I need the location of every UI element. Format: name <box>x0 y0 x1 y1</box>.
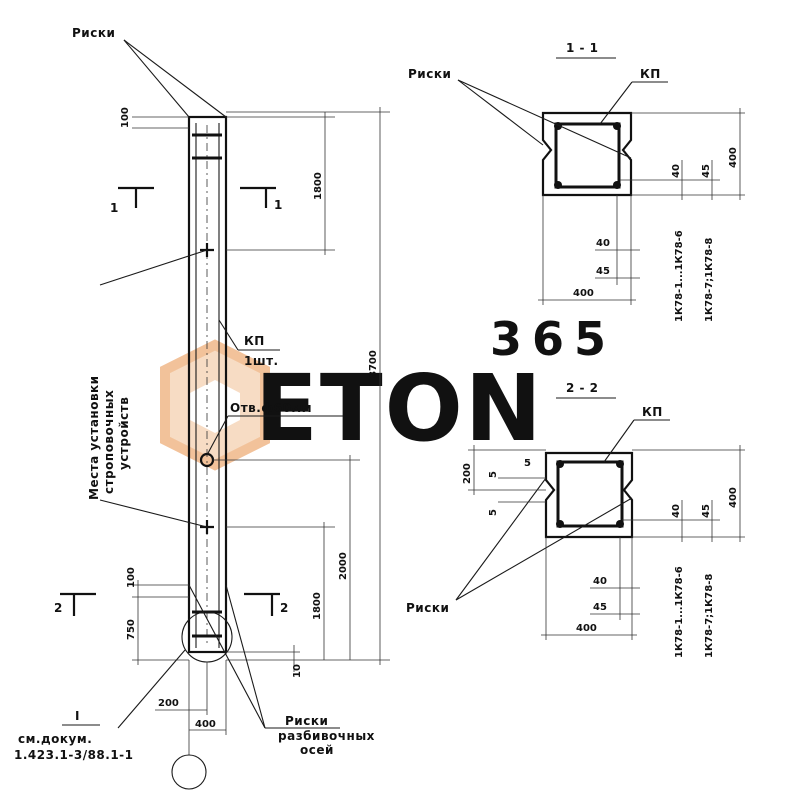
section-2-dim-5b: 5 <box>488 471 499 478</box>
leader-hole <box>206 415 229 456</box>
leader-kp <box>218 319 239 351</box>
section-2-dim-5a: 5 <box>524 458 531 469</box>
section-1-dim-400-w: 400 <box>573 288 594 299</box>
section-2-dim-45: 45 <box>701 504 712 518</box>
watermark-word: ETON <box>255 355 544 462</box>
section-2-dim-400-w: 400 <box>576 623 597 634</box>
section-cut-1-left-icon <box>118 186 154 208</box>
section-mark-2-left: 2 <box>54 601 63 615</box>
section-2-leader-kp <box>603 419 635 463</box>
section-2-leader-riski-1 <box>455 477 547 601</box>
section-1-mark-1: 1К78-1...1К78-6 <box>674 230 685 322</box>
section-1-leader-kp <box>599 81 633 125</box>
section-1-label-kp: КП <box>640 67 661 81</box>
section-mark-1-right: 1 <box>274 198 283 212</box>
detail-mark: I <box>75 709 80 723</box>
section-2-dim-40: 40 <box>671 504 682 518</box>
label-riski-bottom: Риски <box>285 714 328 728</box>
section-2-dim-40-b: 40 <box>593 576 607 587</box>
watermark-number: 365 <box>490 312 616 366</box>
leader-detail <box>117 649 186 729</box>
section-2-dim-5c: 5 <box>488 509 499 516</box>
leader-lifting-top <box>99 249 208 286</box>
section-1-mark-2: 1К78-7;1К78-8 <box>704 238 715 322</box>
see-doc-line2: 1.423.1-3/88.1-1 <box>14 748 134 762</box>
section-1-dim-40-b: 40 <box>596 238 610 249</box>
dim-100-bottom: 100 <box>126 567 137 588</box>
section-1-bars <box>554 122 621 189</box>
leader-riski-bottom-2 <box>225 584 266 729</box>
dim-10: 10 <box>292 664 303 678</box>
label-axes-line2: осей <box>300 743 334 757</box>
section-cut-1-right-icon <box>240 186 276 208</box>
section-2-2: 2 - 2 Риски КП 200 5 5 5 400 40 45 <box>406 381 745 658</box>
section-2-label-riski: Риски <box>406 601 449 615</box>
label-lifting-line2: строповочных <box>102 390 116 494</box>
dim-2000: 2000 <box>338 552 349 580</box>
watermark: 365 ETON <box>160 312 616 471</box>
dim-100-top: 100 <box>120 107 131 128</box>
label-lifting-line3: устройств <box>117 397 131 470</box>
section-1-leader-riski-1 <box>457 79 544 146</box>
section-1-dim-40: 40 <box>671 164 682 178</box>
dim-750: 750 <box>126 619 137 640</box>
label-riski-top: Риски <box>72 26 115 40</box>
section-1-dim-45-b: 45 <box>596 266 610 277</box>
section-2-bars <box>556 460 624 528</box>
section-cut-2-left-icon <box>60 592 96 616</box>
section-1-leader-riski-2 <box>457 79 632 159</box>
column-outline <box>187 115 228 654</box>
dim-1800-bottom: 1800 <box>312 592 323 620</box>
dim-400: 400 <box>195 719 216 730</box>
section-1-dim-45: 45 <box>701 164 712 178</box>
label-axes-line1: разбивочных <box>278 729 375 743</box>
dim-1800-top: 1800 <box>313 172 324 200</box>
column-elevation: Риски 100 1800 8700 1 1 2 2 КП 1шт. От <box>14 26 390 790</box>
see-doc-line1: см.докум. <box>18 732 92 746</box>
label-kp-qty: 1шт. <box>244 354 279 368</box>
section-2-title: 2 - 2 <box>566 381 599 395</box>
section-2-mark-1: 1К78-1...1К78-6 <box>674 566 685 658</box>
axis-bubble <box>171 754 207 790</box>
leader-riski-top-1 <box>123 39 190 118</box>
label-hole: Отв.ф60мм <box>230 401 312 415</box>
section-1-1: 1 - 1 Риски КП 400 40 45 40 45 400 1К <box>408 41 745 322</box>
section-mark-1-left: 1 <box>110 201 119 215</box>
section-mark-2-right: 2 <box>280 601 289 615</box>
leader-riski-bottom-1 <box>188 584 266 729</box>
leader-lifting-bottom <box>99 499 208 528</box>
leader-riski-top-2 <box>123 39 227 118</box>
section-2-label-kp: КП <box>642 405 663 419</box>
dim-200: 200 <box>158 698 179 709</box>
section-2-dim-200: 200 <box>462 463 473 484</box>
section-2-mark-2: 1К78-7;1К78-8 <box>704 574 715 658</box>
section-2-dim-400-h: 400 <box>728 487 739 508</box>
section-2-dim-45-b: 45 <box>593 602 607 613</box>
label-kp: КП <box>244 334 265 348</box>
section-1-dim-400-h: 400 <box>728 147 739 168</box>
label-lifting-line1: Места установки <box>87 375 101 500</box>
dim-8700: 8700 <box>368 350 379 378</box>
section-2-stirrup <box>556 460 624 528</box>
section-1-label-riski: Риски <box>408 67 451 81</box>
section-cut-2-right-icon <box>244 592 280 616</box>
section-1-stirrup <box>554 122 621 189</box>
section-2-leader-riski-2 <box>455 497 633 601</box>
section-1-title: 1 - 1 <box>566 41 599 55</box>
